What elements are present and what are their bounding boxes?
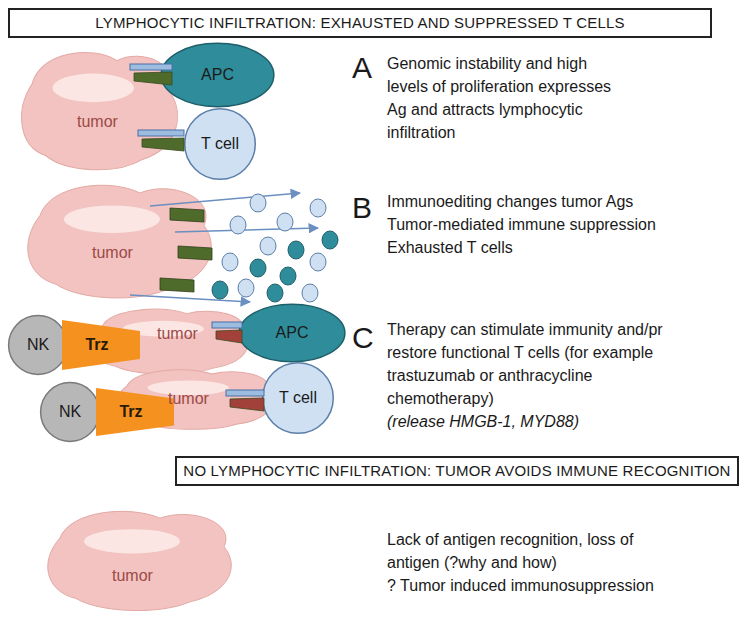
description-text: Therapy can stimulate immunity and/pr re… bbox=[387, 318, 687, 410]
t-cell-outline bbox=[185, 109, 256, 180]
apc-cell: APC bbox=[238, 303, 346, 363]
description-text: Genomic instability and high levels of p… bbox=[387, 52, 627, 144]
t-cell-small bbox=[222, 253, 238, 271]
t-cell-small bbox=[238, 279, 254, 297]
description-text: Lack of antigen recognition, loss of ant… bbox=[387, 528, 672, 574]
apc-small bbox=[267, 284, 283, 302]
cell-label: T cell bbox=[201, 135, 239, 153]
nk-outline bbox=[41, 383, 100, 442]
apc-small bbox=[322, 231, 338, 249]
nk-cell: NK bbox=[8, 315, 68, 375]
receptor-symbol bbox=[226, 390, 264, 411]
nk-cell: NK bbox=[40, 382, 100, 442]
cell-label: Trz bbox=[85, 336, 116, 354]
panel-letter: A bbox=[352, 52, 372, 84]
antigen-symbol bbox=[170, 208, 204, 222]
tumor-outline bbox=[48, 511, 231, 610]
description-text: Exhausted T cells bbox=[387, 236, 513, 259]
description-text: Tumor-mediated immune suppression bbox=[387, 213, 656, 236]
receptor-symbol bbox=[212, 322, 242, 343]
t-cell-outline bbox=[263, 363, 334, 434]
cell-label: tumor bbox=[77, 113, 118, 131]
apc-outline bbox=[239, 304, 345, 362]
note-text: (release HMGB-1, MYD88) bbox=[387, 410, 579, 433]
cell-label: Trz bbox=[119, 403, 150, 421]
t-cell-small bbox=[250, 194, 266, 212]
t-cell-small bbox=[260, 237, 276, 255]
cell-label: NK bbox=[27, 336, 49, 354]
trastuzumab-antibody: Trz bbox=[96, 388, 174, 436]
tumor-cell-shape bbox=[40, 505, 240, 615]
trz-outline bbox=[62, 320, 140, 370]
section-heading-box: NO LYMPHOCYTIC INFILTRATION: TUMOR AVOID… bbox=[175, 456, 739, 486]
section-heading-box: LYMPHOCYTIC INFILTRATION: EXHAUSTED AND … bbox=[8, 8, 712, 38]
t-cell-small bbox=[310, 199, 326, 217]
heading-text: NO LYMPHOCYTIC INFILTRATION: TUMOR AVOID… bbox=[183, 462, 730, 479]
nk-outline bbox=[9, 316, 68, 375]
cell-label: T cell bbox=[279, 389, 317, 407]
description-text: Immunoediting changes tumor Ags bbox=[387, 190, 633, 213]
t-cell: T cell bbox=[184, 108, 256, 180]
cell-label: APC bbox=[276, 324, 309, 342]
apc-outline bbox=[161, 43, 274, 106]
t-cell-small bbox=[277, 213, 293, 231]
panel-letter: C bbox=[352, 322, 374, 354]
t-cell: T cell bbox=[262, 362, 334, 434]
apc-small bbox=[250, 259, 266, 277]
receptor-symbol bbox=[138, 130, 184, 151]
cell-label: tumor bbox=[168, 390, 209, 408]
nucleus bbox=[52, 74, 134, 103]
nucleus bbox=[64, 206, 160, 234]
cell-label: NK bbox=[59, 403, 81, 421]
description-text: ? Tumor induced immunosuppression bbox=[387, 574, 654, 597]
release-arrow bbox=[175, 228, 318, 232]
panel-letter: B bbox=[352, 192, 372, 224]
apc-small bbox=[280, 267, 296, 285]
t-cell-small bbox=[310, 253, 326, 271]
receptor-symbol bbox=[130, 64, 172, 85]
cell-label: tumor bbox=[92, 244, 133, 262]
trastuzumab-antibody: Trz bbox=[62, 320, 140, 370]
tumor-outline bbox=[28, 185, 211, 298]
release-arrow bbox=[150, 193, 300, 206]
antigen-symbol bbox=[178, 246, 212, 260]
heading-text: LYMPHOCYTIC INFILTRATION: EXHAUSTED AND … bbox=[95, 14, 625, 31]
nucleus bbox=[84, 529, 180, 553]
apc-cell: APC bbox=[160, 42, 275, 108]
apc-small bbox=[212, 281, 228, 299]
cell-label: tumor bbox=[157, 325, 198, 343]
apc-small bbox=[288, 241, 304, 259]
release-arrow bbox=[130, 295, 250, 302]
cell-label: tumor bbox=[112, 567, 153, 585]
trz-outline bbox=[96, 388, 174, 436]
antigen-symbol bbox=[160, 278, 194, 292]
cell-label: APC bbox=[201, 66, 234, 84]
t-cell-small bbox=[302, 284, 318, 302]
t-cell-small bbox=[230, 216, 246, 234]
tumor-cell: tumor bbox=[40, 505, 240, 615]
tumor-outline bbox=[22, 53, 178, 170]
